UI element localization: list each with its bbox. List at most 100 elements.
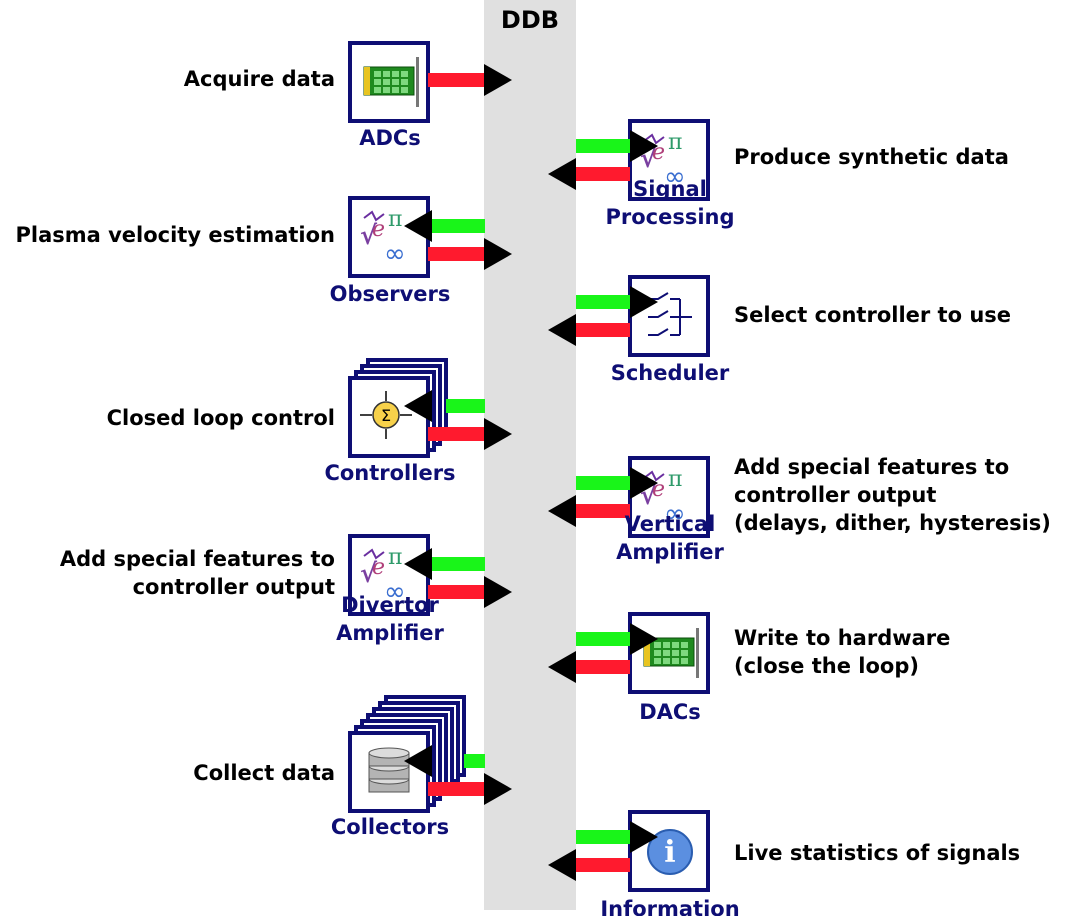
module-box bbox=[348, 731, 430, 813]
write-arrow-head bbox=[548, 314, 576, 346]
write-arrow-shaft bbox=[576, 858, 630, 872]
write-arrow-shaft bbox=[428, 585, 485, 599]
module-name: Collectors bbox=[331, 815, 449, 839]
ddb-bus-area bbox=[484, 0, 576, 910]
module-description: Acquire data bbox=[184, 67, 335, 91]
read-arrow-shaft bbox=[576, 295, 630, 309]
module-description: Select controller to use bbox=[734, 303, 1011, 327]
board-bracket bbox=[416, 57, 419, 107]
read-arrow-head bbox=[404, 745, 432, 777]
module-name: Processing bbox=[605, 205, 734, 229]
module-box bbox=[628, 275, 710, 357]
board-chip bbox=[681, 650, 688, 656]
info-icon: i bbox=[647, 829, 693, 875]
module-arrows bbox=[404, 390, 512, 450]
read-arrow-shaft bbox=[576, 139, 630, 153]
read-arrow-shaft bbox=[428, 219, 485, 233]
math-glyph: π bbox=[388, 545, 402, 570]
board-icon bbox=[643, 628, 699, 678]
module-arrows bbox=[548, 821, 658, 881]
write-arrow-head bbox=[484, 238, 512, 270]
module-description: Collect data bbox=[193, 761, 335, 785]
math-glyph: π bbox=[388, 207, 402, 232]
board-chip bbox=[663, 650, 670, 656]
board-icon bbox=[363, 57, 419, 107]
read-arrow-head bbox=[404, 210, 432, 242]
board-chip bbox=[654, 642, 661, 648]
module-description: Write to hardware bbox=[734, 626, 950, 650]
board-chip bbox=[392, 71, 399, 77]
write-arrow-shaft bbox=[428, 73, 488, 87]
ddb-bus-label: DDB bbox=[501, 6, 559, 34]
board-chip bbox=[654, 658, 661, 664]
read-arrow-head bbox=[630, 821, 658, 853]
write-arrow-shaft bbox=[428, 247, 485, 261]
module-adcs: ADCs Acquire data bbox=[184, 41, 512, 150]
module-description: controller output bbox=[133, 575, 335, 599]
module-box bbox=[348, 196, 430, 278]
module-box bbox=[348, 534, 430, 616]
write-arrow-head bbox=[548, 651, 576, 683]
module-box bbox=[628, 119, 710, 201]
board-chip bbox=[401, 71, 408, 77]
module-arrows bbox=[428, 64, 512, 96]
info-letter: i bbox=[664, 835, 675, 870]
board-chip bbox=[663, 642, 670, 648]
read-arrow-shaft bbox=[428, 557, 485, 571]
math-scribble bbox=[643, 470, 665, 482]
switch-bus bbox=[679, 299, 692, 335]
module-description: Add special features to bbox=[734, 455, 1009, 479]
math-glyph: √ bbox=[360, 559, 378, 589]
database-icon bbox=[368, 747, 410, 793]
math-glyph: ∞ bbox=[664, 499, 686, 529]
math-glyph: e bbox=[372, 555, 385, 580]
board-chip bbox=[401, 79, 408, 85]
math-glyph: π bbox=[668, 467, 682, 492]
math-glyph: √ bbox=[360, 221, 378, 251]
board-chip bbox=[374, 71, 381, 77]
module-description: Plasma velocity estimation bbox=[15, 223, 335, 247]
module-description: Produce synthetic data bbox=[734, 145, 1009, 169]
module-arrows bbox=[548, 467, 658, 527]
write-arrow-head bbox=[484, 64, 512, 96]
math-glyph: π bbox=[668, 130, 682, 155]
board-chip bbox=[392, 87, 399, 93]
module-name: DACs bbox=[639, 700, 701, 724]
read-arrow-head bbox=[630, 467, 658, 499]
module-arrows bbox=[404, 745, 512, 805]
board-connector bbox=[644, 638, 650, 666]
module-box bbox=[628, 456, 710, 538]
read-arrow-shaft bbox=[576, 632, 630, 646]
switch-line bbox=[648, 310, 680, 318]
module-arrows bbox=[404, 210, 512, 270]
database-disk-top bbox=[368, 747, 410, 759]
write-arrow-shaft bbox=[576, 323, 630, 337]
module-name: Vertical bbox=[625, 512, 716, 536]
board-chip bbox=[374, 79, 381, 85]
read-arrow-shaft bbox=[576, 476, 630, 490]
board-chip bbox=[383, 79, 390, 85]
write-arrow-head bbox=[484, 418, 512, 450]
module-description: controller output bbox=[734, 483, 936, 507]
module-name: Amplifier bbox=[336, 621, 444, 645]
board-chip bbox=[392, 79, 399, 85]
module-collectors: Collectors Collect data bbox=[193, 695, 512, 839]
module-description: Add special features to bbox=[60, 547, 335, 571]
write-arrow-head bbox=[548, 158, 576, 190]
board-chip bbox=[383, 87, 390, 93]
board-chip bbox=[663, 658, 670, 664]
module-name: ADCs bbox=[359, 126, 421, 150]
read-arrow-shaft bbox=[446, 399, 485, 413]
read-arrow-shaft bbox=[576, 830, 630, 844]
sum-symbol: Σ bbox=[381, 406, 391, 425]
module-name: Observers bbox=[330, 282, 451, 306]
